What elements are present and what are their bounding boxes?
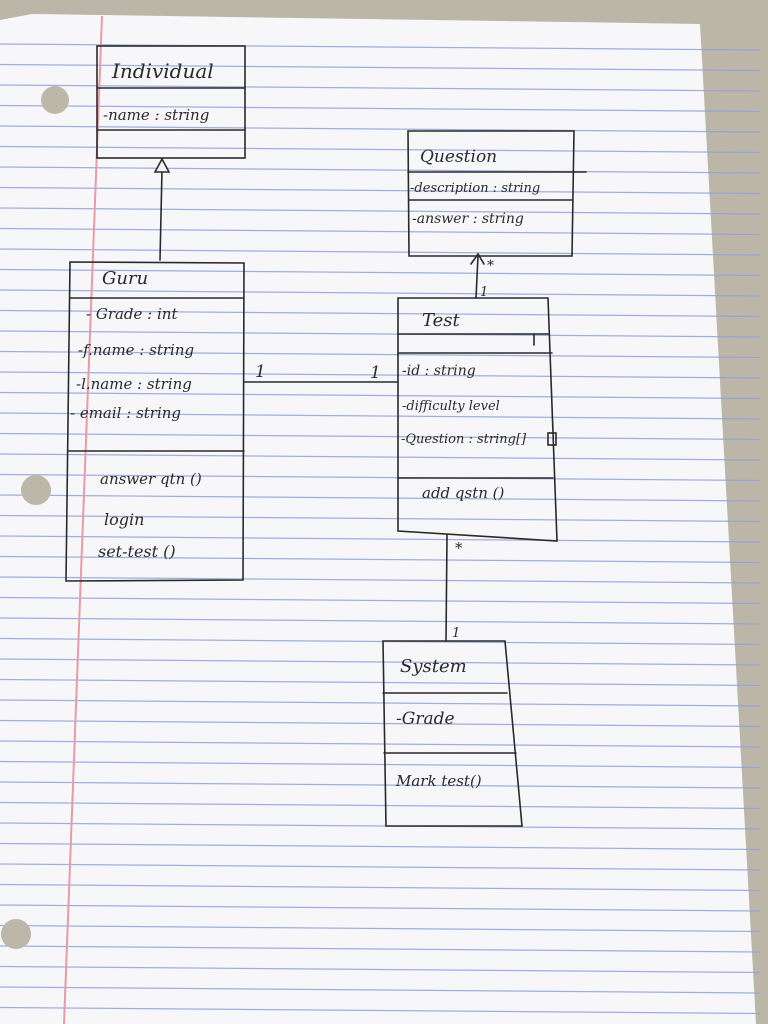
ruled-line: [0, 1006, 761, 1015]
ruled-line: [0, 350, 761, 359]
class-name-test: Test: [422, 310, 460, 331]
ruled-line: [0, 186, 761, 195]
ruled-line: [0, 863, 761, 871]
attribute-question-description: -description : string: [410, 181, 540, 196]
attribute-guru-email: - email : string: [70, 404, 181, 422]
class-individual: [96, 45, 246, 159]
attribute-guru-fname: -f.name : string: [78, 341, 194, 359]
ruled-line: [0, 391, 761, 400]
attribute-system-grade: -Grade: [396, 709, 455, 729]
ruled-line: [0, 842, 761, 851]
multiplicity-test-question-from: 1: [480, 285, 488, 300]
ruled-line: [0, 309, 761, 318]
multiplicity-test-question-to: *: [487, 258, 494, 274]
ruled-line: [0, 371, 761, 379]
ruled-line: [0, 986, 761, 994]
ruled-line: [0, 719, 761, 728]
ruled-line: [0, 760, 761, 769]
multiplicity-test-system-to: 1: [452, 626, 460, 641]
ruled-line: [0, 576, 761, 584]
inheritance-arrow: [153, 157, 171, 261]
ruled-line: [0, 801, 761, 810]
ruled-line: [0, 268, 761, 277]
ruled-line: [0, 945, 761, 953]
class-name-system: System: [400, 656, 467, 677]
class-guru: [65, 261, 245, 582]
ruled-line: [0, 125, 761, 133]
ruled-line: [0, 514, 761, 523]
attribute-question-answer: -answer : string: [412, 211, 524, 227]
ruled-line: [0, 596, 761, 605]
class-name-guru: Guru: [102, 268, 148, 289]
class-name-question: Question: [420, 147, 497, 167]
ruled-line: [0, 781, 761, 789]
ruled-line: [0, 63, 761, 72]
ruled-line: [0, 822, 761, 830]
multiplicity-test-system-from: *: [455, 539, 463, 557]
ruled-line: [0, 699, 761, 707]
punch-hole: [21, 475, 51, 505]
ruled-line: [0, 494, 761, 502]
ruled-line: [0, 248, 761, 256]
method-guru-answer-qtn: answer qtn (): [100, 470, 202, 488]
multiplicity-test-side: 1: [370, 363, 381, 383]
method-test-add-qstn: add qstn (): [422, 484, 505, 502]
attribute-guru-lname: -l.name : string: [76, 375, 192, 393]
attribute-test-id: -id : string: [402, 363, 476, 379]
punch-hole: [41, 86, 69, 114]
punch-hole: [1, 919, 31, 949]
ruled-line: [0, 432, 761, 441]
ruled-line: [0, 965, 761, 974]
class-name-individual: Individual: [111, 59, 214, 83]
ruled-line: [0, 84, 761, 92]
ruled-line: [0, 924, 761, 933]
ruled-line: [0, 104, 761, 113]
ruled-line: [0, 412, 761, 420]
method-guru-login: login: [104, 510, 144, 529]
ruled-line: [0, 904, 761, 912]
ruled-line: [0, 145, 761, 154]
attribute-individual-name: -name : string: [103, 106, 209, 124]
ruled-line: [0, 43, 761, 51]
ruled-line: [0, 535, 761, 543]
ruled-line: [0, 207, 761, 215]
ruled-line: [0, 227, 761, 236]
association-test-system: [445, 534, 448, 642]
ruled-line: [0, 883, 761, 892]
margin-line: [63, 15, 103, 1024]
attribute-test-question: -Question : string[]: [401, 432, 527, 447]
ruled-line: [0, 453, 761, 461]
attribute-guru-grade: - Grade : int: [86, 305, 178, 323]
ruled-line: [0, 166, 761, 174]
ruled-line: [0, 330, 761, 338]
class-question: [407, 130, 587, 257]
method-system-mark-test: Mark test(): [395, 772, 482, 790]
ruled-line: [0, 555, 761, 564]
ruled-line: [0, 617, 761, 625]
class-system: [382, 640, 523, 827]
ruled-lines: [0, 43, 761, 1015]
ruled-line: [0, 289, 761, 297]
ruled-line: [0, 740, 761, 748]
ruled-line: [0, 637, 761, 646]
ruled-line: [0, 678, 761, 687]
ruled-line: [0, 658, 761, 666]
class-test: [397, 297, 558, 542]
attribute-test-difficulty: -difficulty level: [402, 399, 500, 414]
association-test-question: [470, 252, 485, 299]
ruled-line: [0, 473, 761, 482]
multiplicity-guru-side: 1: [255, 362, 266, 382]
method-guru-set-test: set-test (): [98, 542, 176, 561]
